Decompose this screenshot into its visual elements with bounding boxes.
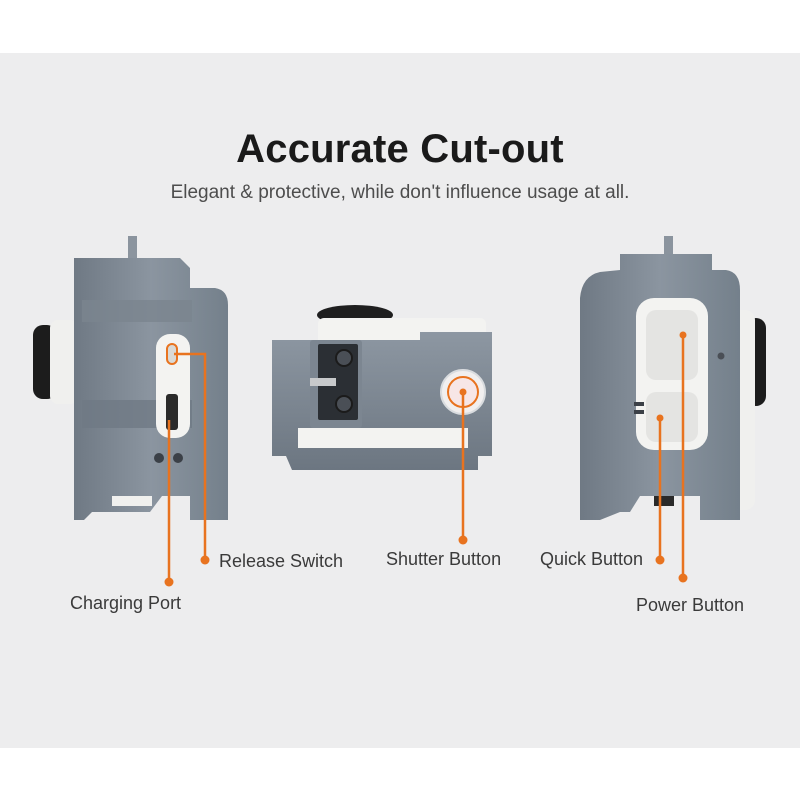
page-title: Accurate Cut-out — [236, 127, 564, 171]
top-view — [272, 305, 492, 545]
shutter-button-label: Shutter Button — [386, 549, 502, 569]
cage-body-left — [74, 258, 228, 520]
quick-button-label: Quick Button — [540, 549, 644, 569]
page-subtitle: Elegant & protective, while don't influe… — [170, 182, 630, 203]
right-side-view — [580, 236, 766, 583]
release-switch-label: Release Switch — [219, 551, 344, 571]
charging-port-label: Charging Port — [70, 593, 182, 613]
port-cutout-left — [156, 334, 190, 438]
left-side-view — [33, 236, 228, 587]
power-button-label: Power Button — [636, 595, 745, 615]
release-switch-line — [174, 352, 207, 560]
